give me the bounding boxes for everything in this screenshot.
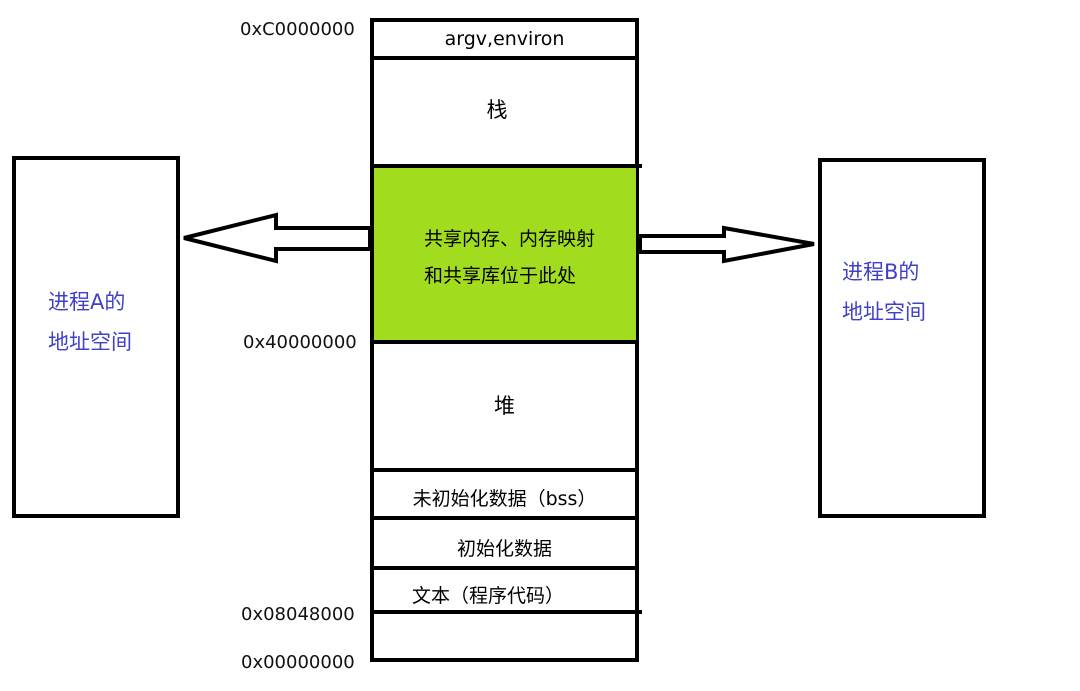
address-label-shared: 0x40000000	[243, 332, 357, 353]
arrow-to-process-b	[638, 225, 815, 264]
bss-segment-label: 未初始化数据（bss）	[412, 488, 597, 510]
stack-segment-label: 栈	[486, 98, 508, 122]
process-b-box	[818, 158, 986, 518]
data-segment-label: 初始化数据	[456, 538, 552, 560]
heap-segment-label: 堆	[494, 394, 515, 418]
address-label-zero: 0x00000000	[241, 652, 355, 673]
process-a-label-line2: 地址空间	[48, 330, 132, 354]
address-label-text: 0x08048000	[241, 604, 355, 625]
process-b-label-line2: 地址空间	[842, 300, 926, 324]
address-label-top: 0xC0000000	[240, 19, 355, 40]
process-a-box	[12, 156, 180, 518]
process-b-label-line1: 进程B的	[842, 260, 920, 284]
shared-region-label-line2: 和共享库位于此处	[424, 265, 577, 287]
process-a-label-line1: 进程A的	[48, 290, 126, 314]
shared-region	[374, 166, 636, 342]
arrow-to-process-a	[183, 212, 372, 264]
text-segment-label: 文本（程序代码）	[411, 585, 564, 607]
argv-segment-label: argv,environ	[444, 28, 565, 50]
shared-region-label-line1: 共享内存、内存映射	[424, 228, 596, 250]
